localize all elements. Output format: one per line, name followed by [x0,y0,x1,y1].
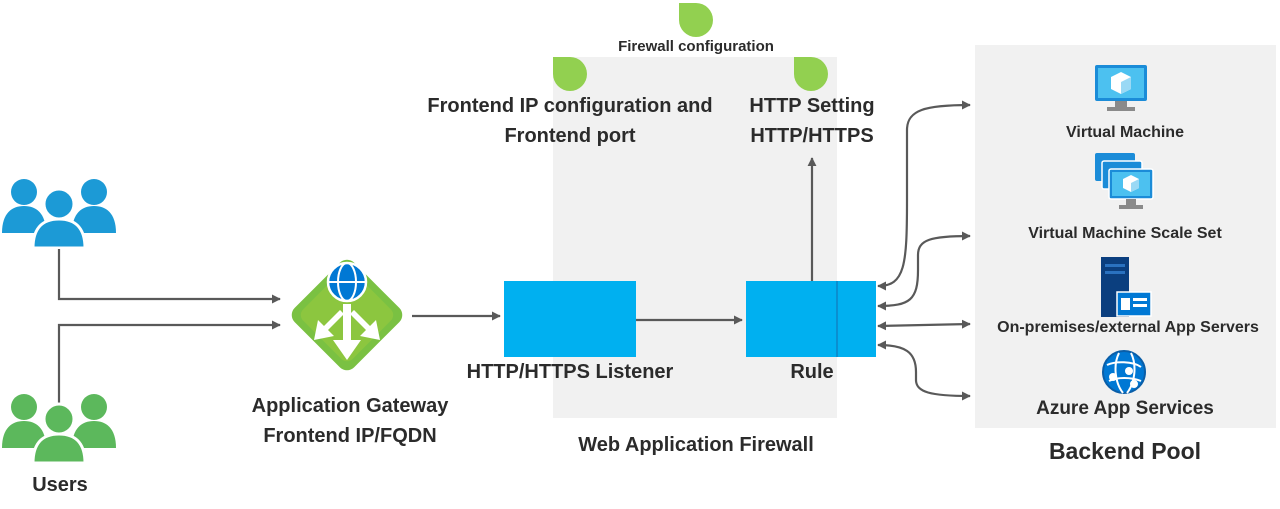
users-bottom-connector [57,320,281,412]
rule-to-app-servers-arrow [877,319,971,331]
http-setting-marker-icon [794,57,828,91]
http-listener-label: HTTP/HTTPS Listener [466,361,674,383]
frontend-ip-marker-icon [553,57,587,91]
app-services-label: Azure App Services [1036,398,1214,419]
vmss-label: Virtual Machine Scale Set [1028,225,1222,242]
frontend-ip-config-label-line2: Frontend port [504,125,636,147]
gateway-label-line2: Frontend IP/FQDN [263,425,437,447]
gateway-label-line1: Application Gateway [251,395,449,417]
rule-box-divider [836,281,838,357]
rule-box [746,281,876,357]
waf-label: Web Application Firewall [578,434,814,456]
http-setting-label-line1: HTTP Setting [749,95,875,117]
firewall-configuration-label: Firewall configuration [618,38,774,55]
app-server-icon [1101,257,1152,317]
backend-pool-title: Backend Pool [1048,438,1202,464]
users-top-connector [57,248,281,304]
users-icon [2,179,116,249]
rule-to-app-services-arrow [877,340,971,401]
http-setting-label-line2: HTTP/HTTPS [750,125,874,147]
firewall-config-marker-icon [679,3,713,37]
http-listener-box [504,281,636,357]
frontend-ip-config-label-line1: Frontend IP configuration and [427,95,713,117]
app-services-icon [1102,350,1146,394]
app-servers-label: On-premises/external App Servers [997,319,1259,336]
virtual-machine-icon [1095,65,1147,111]
users-label: Users [32,474,88,496]
vm-label: Virtual Machine [1066,124,1184,141]
vm-scale-set-icon [1095,153,1154,209]
rule-label: Rule [790,361,834,383]
users-icon [2,394,116,464]
application-gateway-icon [291,259,403,371]
waf-panel [553,57,837,418]
rule-to-vmss-arrow [877,231,971,311]
